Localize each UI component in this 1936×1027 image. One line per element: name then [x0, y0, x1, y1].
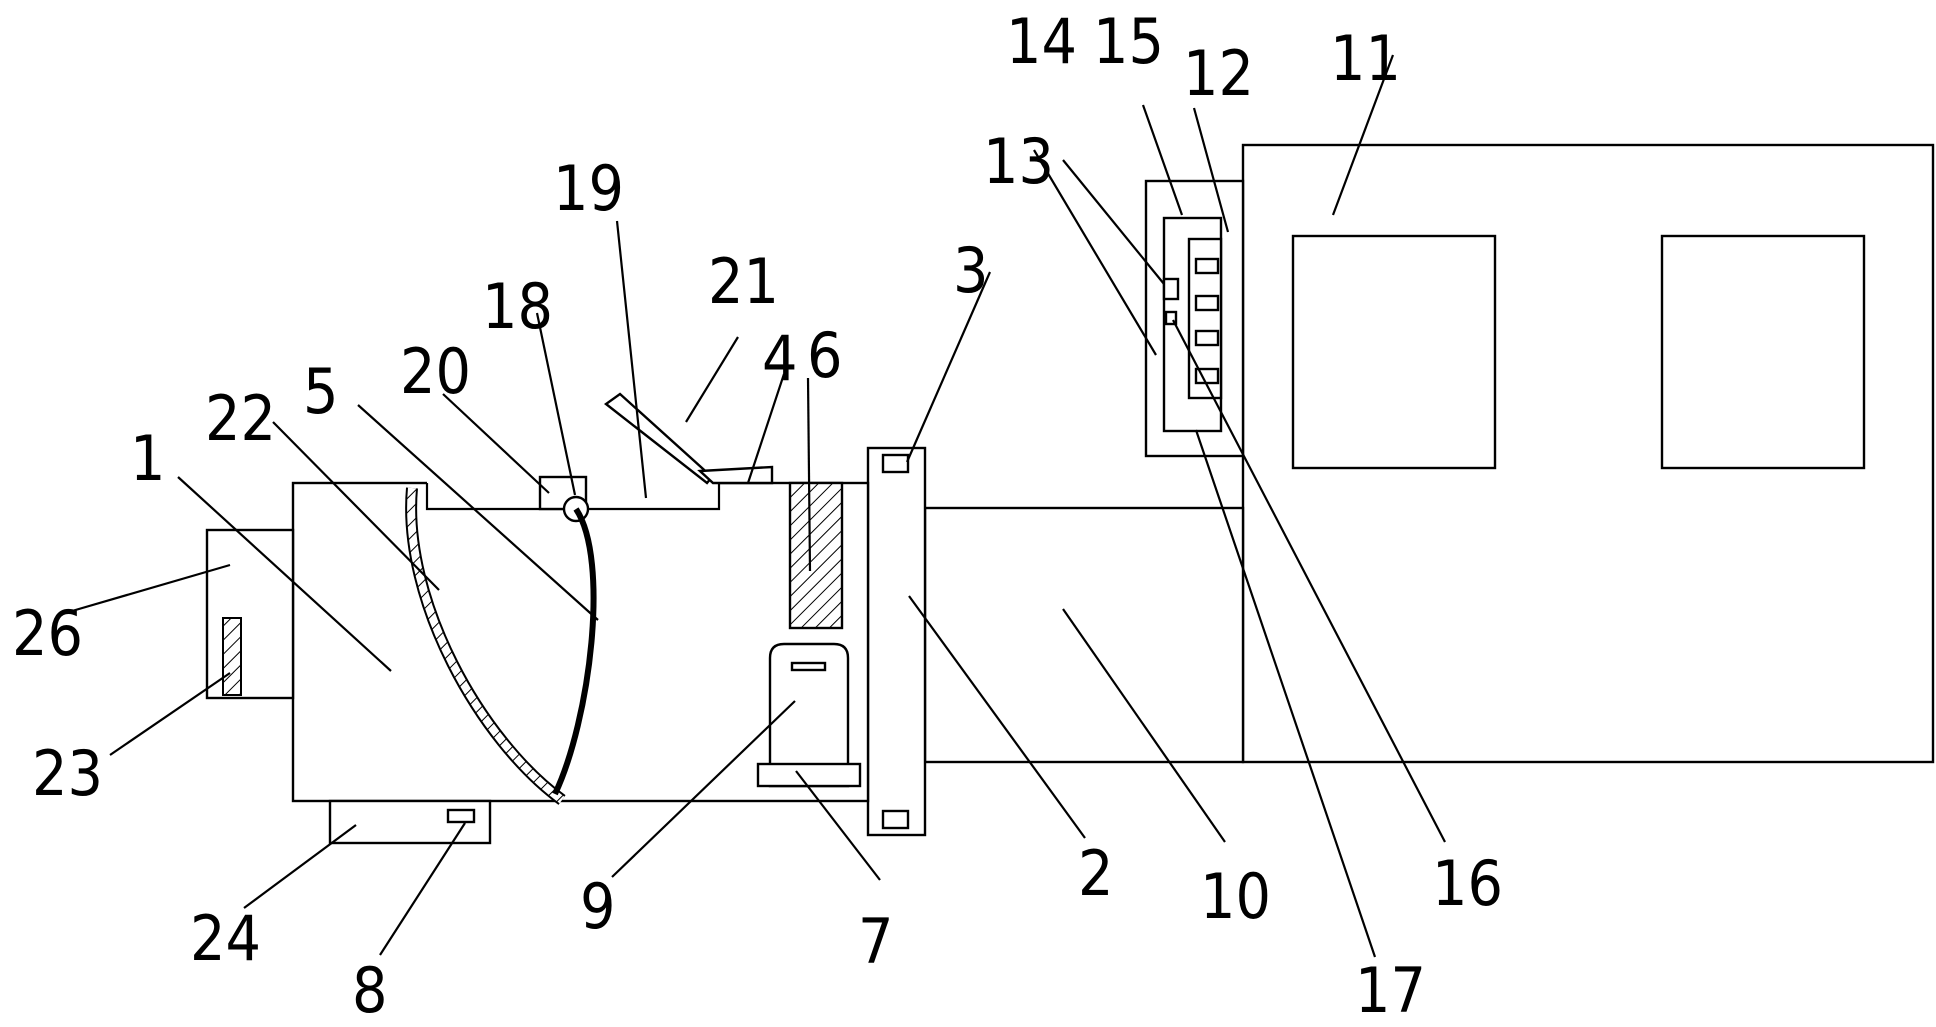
switch-14 [1162, 277, 1180, 301]
label-7: 7 [858, 905, 893, 978]
label-9: 9 [580, 870, 615, 943]
label-23: 23 [32, 737, 103, 810]
switch-16 [1164, 310, 1178, 326]
label-10: 10 [1200, 860, 1271, 933]
main-cabinet [1241, 143, 1935, 764]
indicator-3 [1194, 329, 1220, 347]
indicator-1 [1194, 257, 1220, 275]
motor-base-7 [756, 762, 862, 788]
label-2: 2 [1078, 837, 1113, 910]
bottom-block [328, 799, 492, 845]
cabinet-window-right [1660, 234, 1866, 470]
label-22: 22 [205, 382, 276, 455]
label-16: 16 [1432, 847, 1503, 920]
label-14: 14 [1006, 5, 1077, 78]
label-11: 11 [1330, 22, 1401, 95]
label-20: 20 [400, 335, 471, 408]
label-13: 13 [983, 125, 1054, 198]
indicator-2 [1194, 294, 1220, 312]
label-6: 6 [807, 319, 842, 392]
motor-slot [790, 661, 827, 672]
label-5: 5 [303, 355, 338, 428]
label-4: 4 [762, 322, 797, 395]
label-17: 17 [1355, 954, 1426, 1027]
cabinet-window-left [1291, 234, 1497, 470]
lid [603, 392, 774, 485]
hatched-block-6 [788, 481, 844, 630]
flange-bolt-top [881, 453, 910, 474]
side-filter-23 [222, 617, 242, 696]
label-21: 21 [708, 245, 779, 318]
label-26: 26 [12, 597, 83, 670]
bottom-part-8 [446, 808, 476, 824]
side-box [205, 528, 295, 700]
motor [756, 642, 862, 788]
part-labels: 11 12 15 14 13 3 6 4 21 19 18 20 5 22 1 … [12, 5, 1503, 1027]
flange-bolt-bottom [881, 809, 910, 830]
top-inlet [425, 475, 721, 523]
label-19: 19 [553, 152, 624, 225]
label-12: 12 [1183, 37, 1254, 110]
leader-lines [71, 54, 1446, 958]
label-8: 8 [352, 954, 387, 1027]
label-1: 1 [130, 422, 165, 495]
label-3: 3 [953, 234, 988, 307]
flange [866, 446, 927, 837]
label-18: 18 [482, 270, 553, 343]
connecting-pipe [923, 506, 1245, 764]
label-15: 15 [1093, 5, 1164, 78]
label-24: 24 [190, 902, 261, 975]
curved-rod-5 [552, 507, 597, 796]
control-box [1144, 179, 1245, 458]
